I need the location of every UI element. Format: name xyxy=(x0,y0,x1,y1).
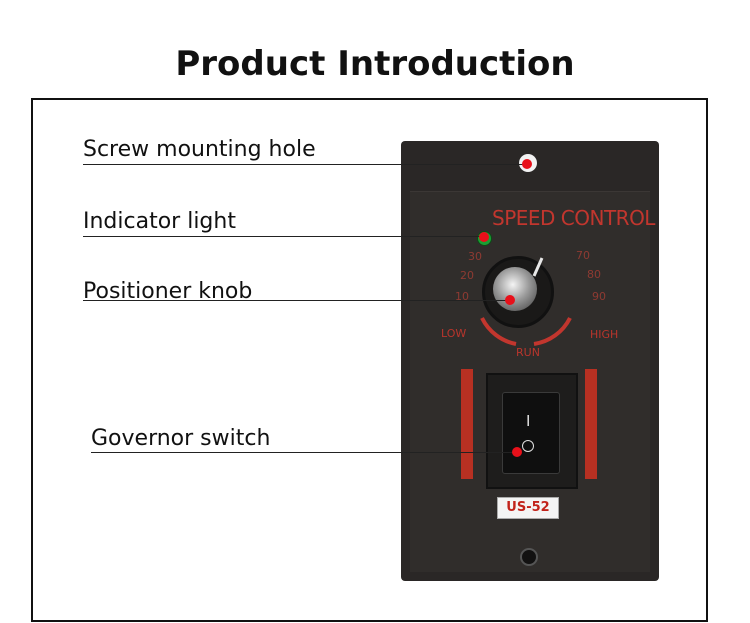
switch-on-symbol: I xyxy=(526,412,531,430)
screw-mounting-hole-bottom xyxy=(520,548,538,566)
brand-label: SPEED CONTROL xyxy=(492,206,655,230)
run-label: RUN xyxy=(516,346,540,359)
scale-label-80: 80 xyxy=(587,268,601,281)
leader-line-knob xyxy=(83,300,507,301)
left-red-bar xyxy=(461,369,473,479)
model-label: US-52 xyxy=(497,497,559,519)
scale-label-90: 90 xyxy=(592,290,606,303)
callout-dot-knob xyxy=(505,295,515,305)
low-label: LOW xyxy=(441,327,467,340)
knob-pointer-icon xyxy=(532,257,544,277)
scale-label-20: 20 xyxy=(460,269,474,282)
diagram-frame xyxy=(31,98,708,622)
scale-label-30: 30 xyxy=(468,250,482,263)
callout-dot-switch xyxy=(512,447,522,457)
callout-governor-switch: Governor switch xyxy=(91,426,271,451)
callout-indicator-light: Indicator light xyxy=(83,209,236,234)
leader-line-switch xyxy=(91,452,517,453)
high-label: HIGH xyxy=(590,328,619,341)
switch-off-symbol-icon xyxy=(522,440,534,452)
positioner-knob[interactable] xyxy=(493,267,537,311)
right-red-bar xyxy=(585,369,597,479)
page-title: Product Introduction xyxy=(175,44,575,84)
governor-switch[interactable] xyxy=(502,392,560,474)
callout-screw-mounting-hole: Screw mounting hole xyxy=(83,137,316,162)
scale-label-70: 70 xyxy=(576,249,590,262)
callout-dot-indicator xyxy=(479,232,489,242)
callout-dot-screw xyxy=(522,159,532,169)
leader-line-screw xyxy=(83,164,523,165)
scale-label-10: 10 xyxy=(455,290,469,303)
leader-line-indicator xyxy=(83,236,481,237)
callout-positioner-knob: Positioner knob xyxy=(83,279,253,304)
dial-arc xyxy=(480,317,572,346)
